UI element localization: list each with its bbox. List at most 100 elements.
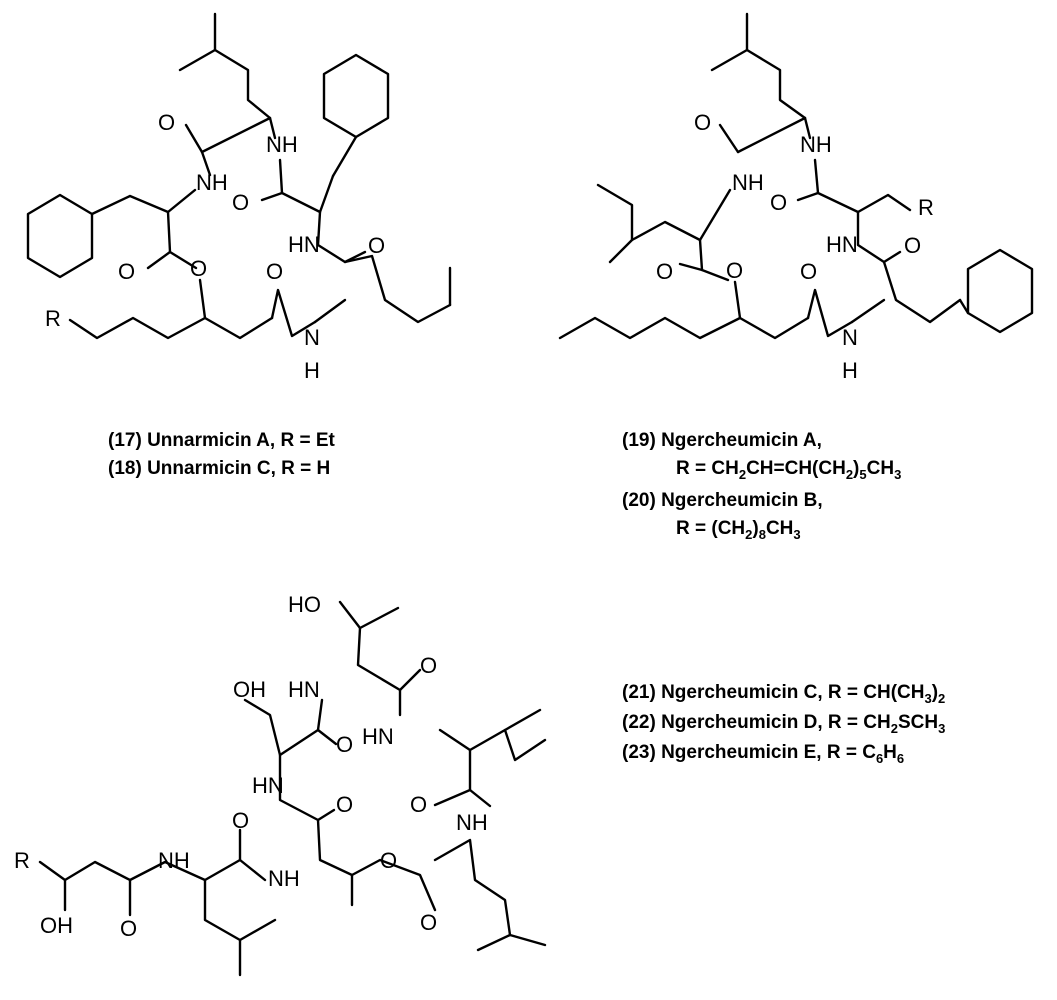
atom3-o-7: O: [120, 916, 137, 941]
bond-backbone-right-2: [856, 210, 962, 324]
ngercheumicin-ab-structure: O NH NH O R HN O O O O N H: [558, 12, 1034, 383]
atom3-oh-1: OH: [233, 677, 266, 702]
bond-carbonyl-2-1: [718, 123, 740, 154]
bond-lower-ester-2: [733, 280, 742, 320]
bond-benzyl-2: [958, 298, 970, 315]
atom2-o-3: O: [904, 233, 921, 258]
bond-lower-amide-2: [806, 288, 854, 338]
bond-carbonyl-2-2: [796, 191, 820, 202]
bond-leu-left-2: [596, 183, 732, 242]
atom2-o-6: O: [800, 259, 817, 284]
atom3-o-2: O: [336, 732, 353, 757]
atom3-nh-1: NH: [456, 810, 488, 835]
atom-o-4: O: [118, 259, 135, 284]
bond-lower-chain-2: [558, 316, 810, 340]
bond3-leu-bottom-branch: [238, 918, 277, 942]
bond3-carbonyl-ser: [316, 728, 338, 746]
atom3-o-8: O: [420, 910, 437, 935]
bond-ester-2: [698, 238, 730, 282]
atom2-n: N: [842, 325, 858, 350]
bond3-leu-right-branch: [503, 708, 542, 732]
caption-19-r: R = CH2CH=CH(CH2)5CH3: [676, 458, 901, 482]
bond-backbone-mid: [278, 158, 335, 214]
caption-20-r: R = (CH2)8CH3: [676, 518, 801, 542]
atom2-o-1: O: [694, 110, 711, 135]
bond3-carbonyl-mid: [316, 808, 336, 822]
atom2-nh-2: NH: [732, 170, 764, 195]
atom-o-3: O: [368, 233, 385, 258]
atom2-r: R: [918, 195, 934, 220]
benzene-ring-right: [322, 53, 390, 139]
bond3-ring-top: [356, 626, 402, 717]
caption-22: (22) Ngercheumicin D, R = CH2SCH3: [622, 712, 945, 736]
bond-carbonyl-3: [146, 250, 172, 270]
bond-backbone-mid-2: [813, 158, 912, 214]
bond-lower-nh: [313, 298, 347, 324]
unnarmicin-structure: O NH NH O HN O O O R O N H: [26, 12, 452, 383]
bond-lower-chain: [68, 316, 274, 340]
bond3-ser: [243, 698, 324, 757]
unnarmicin-captions: (17) Unnarmicin A, R = Et (18) Unnarmici…: [108, 430, 335, 479]
bond-carbonyl-4: [343, 250, 367, 264]
bond3-thr-top: [338, 600, 400, 630]
atom3-o-5: O: [232, 808, 249, 833]
bond-carbonyl-2-4: [882, 250, 902, 264]
atom-hn-1: HN: [288, 232, 320, 257]
bond-lower-ester: [198, 278, 207, 320]
atom3-hn-2: HN: [362, 724, 394, 749]
caption-18: (18) Unnarmicin C, R = H: [108, 458, 330, 479]
atom2-nh-1: NH: [800, 132, 832, 157]
bond-carbonyl-2: [260, 191, 284, 202]
atom-n: N: [304, 325, 320, 350]
atom-r: R: [45, 306, 61, 331]
bond3-carbonyl-top: [398, 668, 422, 692]
benzene-ring-2: [966, 248, 1034, 334]
atom-o-1: O: [158, 110, 175, 135]
bond3-leu-bottom-right-branch: [476, 933, 512, 952]
bond3-left-chain: [38, 858, 267, 882]
caption-19: (19) Ngercheumicin A,: [622, 430, 822, 451]
atom-o-6: O: [266, 259, 283, 284]
bond-backbone-amide: [200, 150, 212, 177]
bond3-leu-bottom-right: [433, 838, 547, 947]
atom-h: H: [304, 358, 320, 383]
caption-21: (21) Ngercheumicin C, R = CH(CH3)2: [622, 682, 945, 706]
bond-leu-top-2: [710, 48, 807, 120]
atom2-o-2: O: [770, 190, 787, 215]
atom-o-5: O: [190, 256, 207, 281]
bond3-leu-right: [438, 728, 547, 762]
atom2-o-4: O: [656, 259, 673, 284]
atom3-o-4: O: [410, 792, 427, 817]
bond-lower-nh-2: [850, 298, 886, 324]
ngercheumicin-cde-captions: (21) Ngercheumicin C, R = CH(CH3)2 (22) …: [622, 682, 945, 766]
bond3-backbone-right: [433, 748, 472, 807]
atom2-h: H: [842, 358, 858, 383]
atom3-ho-1: HO: [288, 592, 321, 617]
atom2-hn-1: HN: [826, 232, 858, 257]
atom-nh-1: NH: [266, 132, 298, 157]
atom3-o-3: O: [336, 792, 353, 817]
bond-carbonyl-1: [184, 123, 204, 154]
atom3-nh-3: NH: [268, 866, 300, 891]
bond-backbone-right: [316, 210, 452, 324]
atom3-nh-2: NH: [158, 848, 190, 873]
atom3-hn-3: HN: [252, 773, 284, 798]
bond-leu-left-2-branch: [608, 238, 634, 264]
atom-nh-2: NH: [196, 170, 228, 195]
caption-20: (20) Ngercheumicin B,: [622, 490, 823, 511]
bond-leu-top: [178, 48, 272, 120]
ngercheumicin-cde-structure: HO O OH HN O HN HN O O NH R NH O NH O O …: [14, 592, 547, 977]
bond3-ester: [350, 858, 437, 912]
caption-17: (17) Unnarmicin A, R = Et: [108, 430, 335, 451]
bond3-carbonyl-right: [468, 788, 492, 808]
bond3-leu-bottom: [203, 878, 242, 977]
atom3-o-6: O: [380, 848, 397, 873]
atom3-r: R: [14, 848, 30, 873]
atom3-hn-1: HN: [288, 677, 320, 702]
benzene-ring-left: [26, 193, 94, 279]
atom2-o-5: O: [726, 258, 743, 283]
bond-lower-amide: [270, 288, 317, 338]
bond-backbone-upper: [200, 116, 277, 154]
caption-23: (23) Ngercheumicin E, R = C6H6: [622, 742, 904, 766]
